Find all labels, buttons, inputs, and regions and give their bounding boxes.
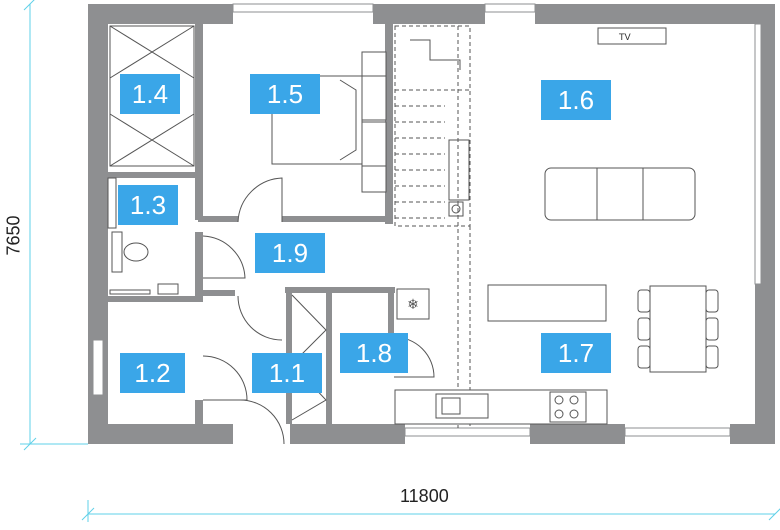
room-label-1-3: 1.3 [118,185,178,225]
room-label-1-1: 1.1 [252,353,322,393]
kitchen-island [487,284,607,322]
svg-text:❄: ❄ [407,297,419,313]
tv [597,27,667,45]
bed [271,51,387,193]
staircase [394,25,471,428]
room-label-1-6: 1.6 [541,80,611,120]
bathroom-fixtures [107,177,179,295]
room-label-1-8: 1.8 [340,333,408,373]
room-label-1-7: 1.7 [541,333,611,373]
kitchen-counter: ❄ [394,288,608,425]
dining-table [637,285,719,373]
windows [92,23,762,444]
room-label-1-5: 1.5 [250,74,320,114]
width-dimension: 11800 [400,486,449,506]
doors [202,177,435,445]
dimension-lines [20,0,780,522]
walls [88,3,775,444]
room-label-1-4: 1.4 [120,74,180,114]
sofa [544,167,696,221]
wardrobe [109,25,195,167]
stair-rail [410,39,470,217]
room-label-1-9: 1.9 [255,233,325,273]
height-dimension: 7650 [3,215,24,256]
tv-label: TV [619,33,631,43]
room-label-1-2: 1.2 [120,353,185,393]
